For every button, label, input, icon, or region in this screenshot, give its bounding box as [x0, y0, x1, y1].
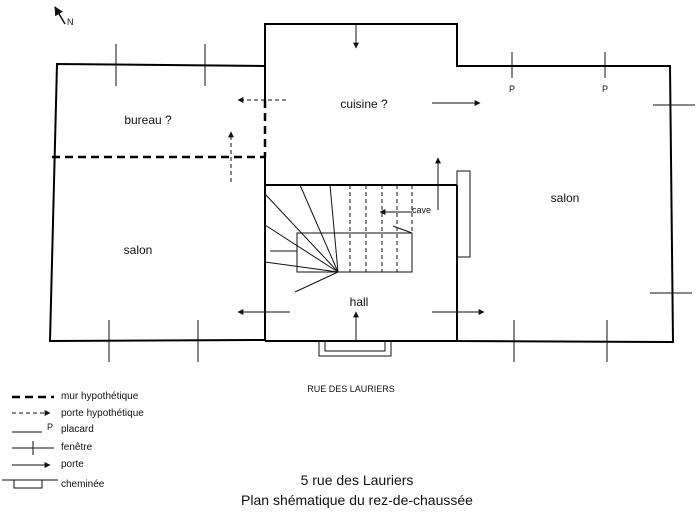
fireplace-street — [318, 340, 392, 357]
hypothetical-walls — [52, 100, 267, 159]
room-label-salon-right: salon — [551, 191, 580, 205]
fireplace-right — [456, 170, 471, 258]
room-label-cave: cave — [412, 205, 431, 215]
windows — [108, 44, 695, 362]
room-label-hall: hall — [350, 295, 369, 309]
room-label-salon-left: salon — [124, 243, 153, 257]
legend-symbol-fireplace — [2, 479, 58, 489]
legend-symbol-window — [12, 441, 54, 455]
staircase — [264, 184, 413, 293]
plan-title: 5 rue des Lauriers — [301, 472, 414, 488]
placards — [511, 52, 606, 78]
north-arrow-icon — [54, 6, 66, 25]
legend-placard-letter: P — [47, 422, 53, 432]
legend-label-hypothetical-door: porte hypothétique — [61, 408, 144, 419]
doors — [237, 24, 485, 340]
legend-label-door: porte — [61, 459, 84, 470]
hypothetical-doors — [228, 97, 286, 182]
placard-mark-2: P — [602, 84, 608, 94]
legend: P mur hypothétique porte hypothétique pl… — [2, 391, 144, 490]
room-label-cuisine: cuisine ? — [340, 97, 388, 111]
room-label-bureau: bureau ? — [124, 113, 172, 127]
plan-subtitle: Plan shématique du rez-de-chaussée — [241, 492, 473, 508]
street-label: RUE DES LAURIERS — [307, 384, 395, 394]
legend-label-wall: mur hypothétique — [61, 391, 139, 402]
north-label: N — [67, 17, 74, 27]
legend-label-window: fenêtre — [61, 442, 93, 453]
legend-label-fireplace: cheminée — [61, 479, 105, 490]
legend-label-placard: placard — [61, 424, 94, 435]
placard-mark-1: P — [509, 84, 515, 94]
